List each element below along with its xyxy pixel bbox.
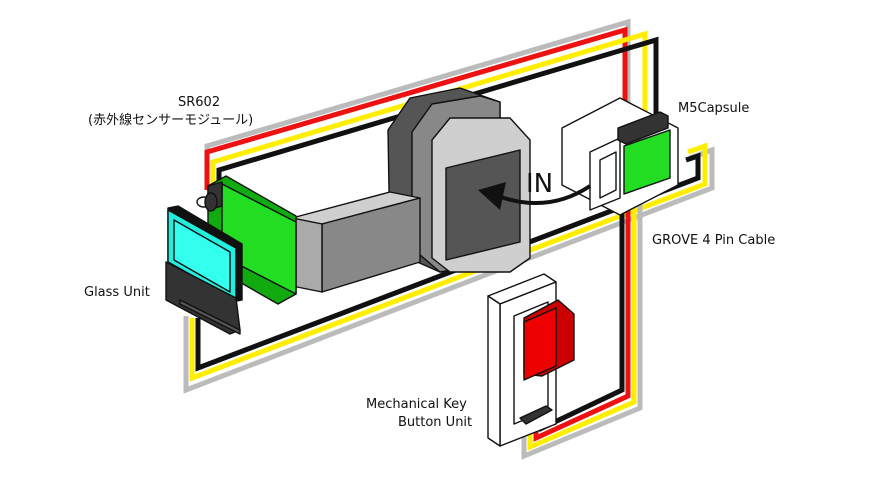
capsule-connector	[617, 111, 669, 145]
label-sr602: SR602	[178, 95, 220, 110]
wire-grey-grove	[521, 200, 643, 460]
label-in: IN	[526, 169, 553, 199]
bottom-loop-cable	[183, 142, 715, 394]
in-arrow	[478, 182, 592, 210]
sensor-housing	[387, 87, 531, 273]
wire-yellow-loop	[189, 142, 708, 382]
label-grove-cable: GROVE 4 Pin Cable	[652, 233, 775, 248]
key-cap	[523, 307, 557, 381]
glass-unit	[165, 205, 243, 335]
m5capsule	[561, 97, 679, 216]
wire-red-top	[204, 26, 628, 190]
housing-window	[445, 149, 521, 261]
label-sr602-desc: (赤外線センサーモジュール)	[88, 112, 253, 128]
wire-black-loop	[195, 152, 701, 372]
lens-tube	[291, 191, 421, 293]
label-key-line1: Mechanical Key	[366, 397, 467, 412]
key-button-unit	[487, 273, 575, 447]
in-arrow-curve	[497, 184, 592, 206]
capsule-pcb	[623, 129, 671, 195]
key-connector	[519, 405, 553, 425]
wire-yellow-grove	[527, 200, 637, 451]
label-m5capsule: M5Capsule	[678, 101, 749, 116]
label-glass-unit: Glass Unit	[84, 285, 150, 300]
label-key-line2: Button Unit	[398, 415, 472, 430]
in-arrow-head	[478, 182, 506, 210]
